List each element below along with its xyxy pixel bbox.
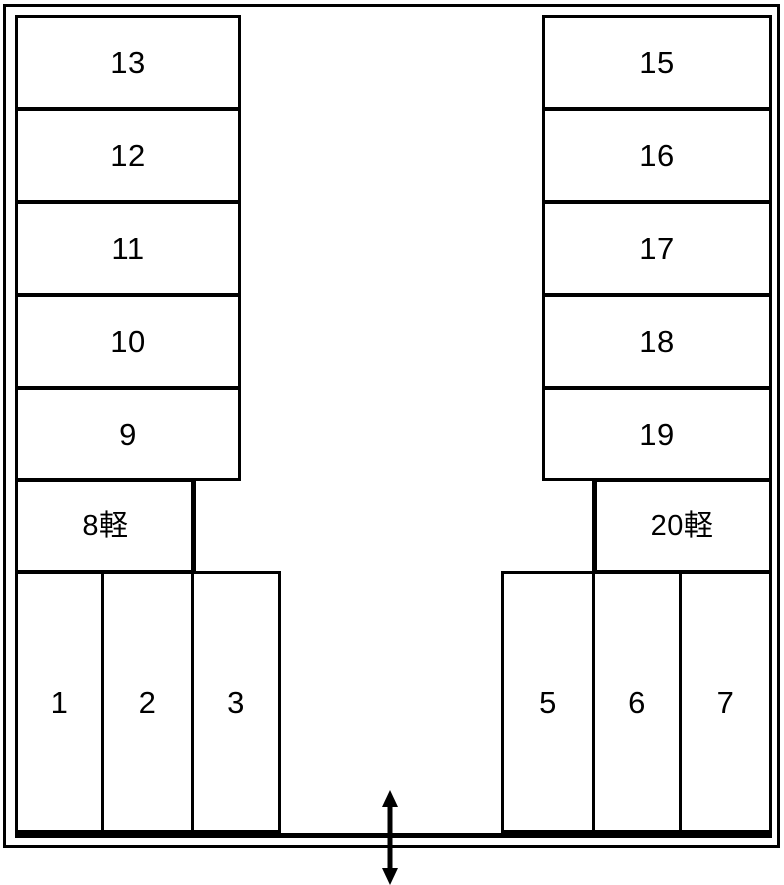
right-aisle-divider [592, 479, 597, 574]
stall-label: 2 [138, 684, 157, 720]
stall-3[interactable]: 3 [191, 571, 281, 833]
stall-label: 12 [110, 138, 146, 173]
stall-label: 17 [639, 231, 675, 266]
stall-10[interactable]: 10 [15, 294, 241, 389]
stall-label: 8軽 [82, 509, 129, 542]
stall-15[interactable]: 15 [542, 15, 772, 110]
stall-6[interactable]: 6 [592, 571, 682, 833]
lot-bottom-edge [15, 833, 772, 838]
stall-label: 7 [716, 684, 735, 720]
stall-17[interactable]: 17 [542, 201, 772, 296]
stall-12[interactable]: 12 [15, 108, 241, 203]
stall-label: 13 [110, 45, 146, 80]
stall-label: 6 [628, 684, 646, 720]
stall-2[interactable]: 2 [101, 571, 194, 833]
stall-label: 3 [227, 684, 245, 720]
left-aisle-divider [191, 479, 196, 574]
stall-label: 9 [119, 416, 137, 452]
stall-13[interactable]: 13 [15, 15, 241, 110]
stall-label: 18 [639, 324, 675, 359]
stall-1[interactable]: 1 [15, 571, 104, 833]
stall-7[interactable]: 7 [679, 571, 772, 833]
stall-label: 20軽 [650, 509, 714, 542]
stall-label: 11 [111, 231, 145, 266]
stall-20-kei[interactable]: 20軽 [592, 479, 772, 573]
stall-label: 5 [539, 684, 557, 720]
stall-19[interactable]: 19 [542, 387, 772, 481]
stall-18[interactable]: 18 [542, 294, 772, 389]
stall-label: 16 [639, 138, 675, 173]
entrance-arrow [372, 790, 408, 885]
stall-label: 19 [639, 416, 675, 452]
stall-label: 15 [639, 45, 675, 80]
stall-8-kei[interactable]: 8軽 [15, 479, 196, 573]
stall-11[interactable]: 11 [15, 201, 241, 296]
stall-label: 10 [110, 324, 146, 359]
stall-9[interactable]: 9 [15, 387, 241, 481]
stall-label: 1 [50, 684, 69, 720]
entrance-arrow-icon [382, 790, 398, 885]
stall-16[interactable]: 16 [542, 108, 772, 203]
stall-5[interactable]: 5 [501, 571, 595, 833]
